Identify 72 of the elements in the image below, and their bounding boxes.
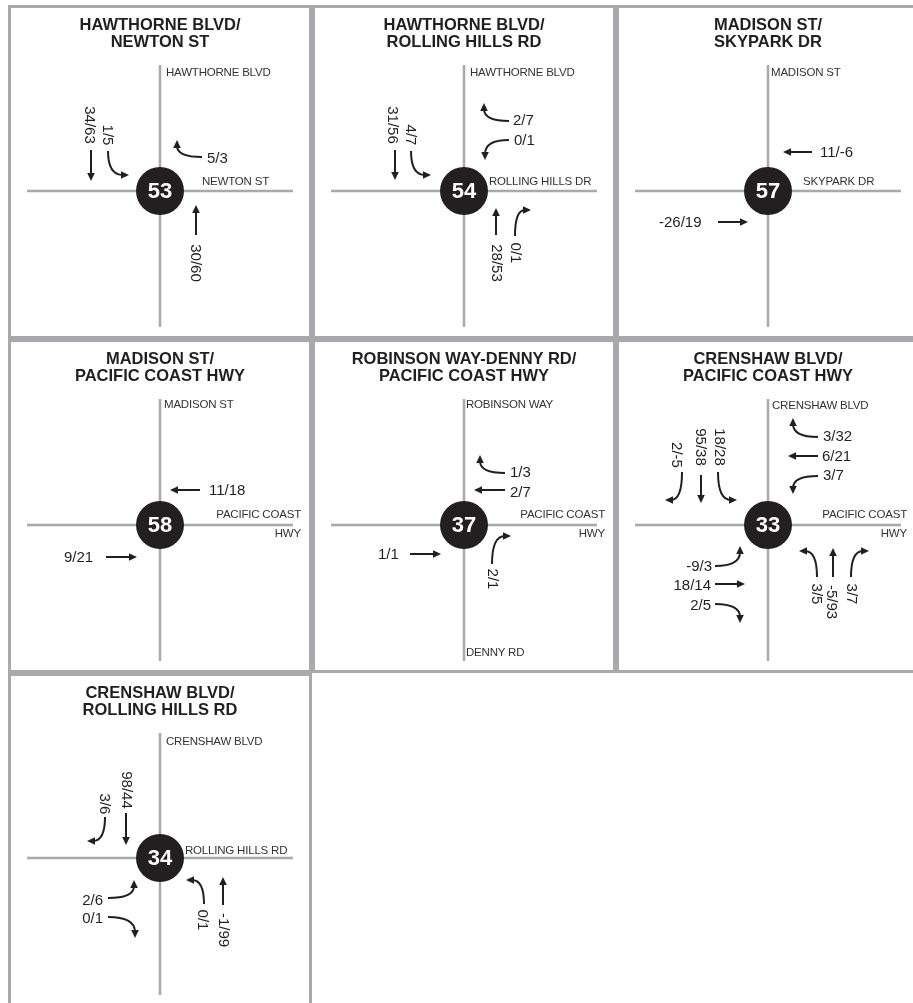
traffic-volume: 2/1: [485, 568, 501, 590]
traffic-volume: 3/6: [97, 793, 113, 815]
street-name: ROLLING HILLS RD: [185, 843, 288, 857]
traffic-volume: 2/-5: [669, 442, 685, 468]
intersection-title: MADISON ST/ SKYPARK DR: [713, 16, 823, 50]
traffic-volume: 9/21: [64, 549, 94, 565]
street-name: CRENSHAW BLVD: [772, 398, 869, 412]
intersection-panel: [8, 339, 312, 673]
street-name: MADISON ST: [771, 65, 841, 79]
street-name: MADISON ST: [164, 397, 234, 411]
traffic-volume: 31/56: [385, 106, 401, 144]
traffic-volume: 18/28: [712, 428, 728, 466]
street-name: ROBINSON WAY: [466, 397, 554, 411]
intersection-number-marker: 34: [136, 834, 184, 882]
intersection-panel: [8, 673, 312, 1003]
traffic-volume: 6/21: [822, 448, 852, 464]
street-name: ROLLING HILLS DR: [489, 174, 592, 188]
intersection-number-marker: 33: [744, 501, 792, 549]
traffic-volume: 11/-6: [820, 144, 854, 160]
intersection-title: ROBINSON WAY-DENNY RD/ PACIFIC COAST HWY: [351, 350, 577, 384]
traffic-volume: 98/44: [119, 771, 135, 809]
traffic-volume: 2/5: [690, 597, 711, 613]
traffic-volume: 3/7: [844, 583, 860, 605]
traffic-volume: 30/60: [188, 244, 204, 282]
traffic-volume: 2/7: [513, 112, 534, 128]
traffic-volume: 2/6: [82, 892, 103, 908]
traffic-volume: 4/7: [403, 124, 419, 146]
intersection-panel: [616, 339, 913, 673]
street-name: PACIFIC COAST HWY: [821, 507, 907, 541]
intersection-number-marker: 58: [136, 501, 184, 549]
intersection-panel: [312, 5, 616, 339]
intersection-panel: [312, 339, 616, 673]
intersection-title: CRENSHAW BLVD/ ROLLING HILLS RD: [82, 684, 238, 718]
intersection-title: HAWTHORNE BLVD/ NEWTON ST: [79, 16, 241, 50]
intersection-number-marker: 57: [744, 167, 792, 215]
traffic-volume: 11/18: [209, 482, 246, 498]
traffic-volume: 1/3: [510, 464, 531, 480]
traffic-volume: 3/5: [809, 583, 825, 605]
traffic-volume: 1/1: [378, 546, 399, 562]
street-name: PACIFIC COAST HWY: [215, 507, 301, 541]
street-name: DENNY RD: [466, 645, 525, 659]
traffic-volume: -26/19: [659, 214, 702, 230]
traffic-volume: -5/93: [824, 584, 840, 620]
traffic-volume: -1/99: [216, 912, 232, 948]
traffic-volume: 2/7: [510, 484, 531, 500]
traffic-volume: 3/32: [823, 428, 853, 444]
traffic-volume: 5/3: [207, 150, 228, 166]
intersection-panel: [616, 5, 913, 339]
intersection-number-marker: 54: [440, 167, 488, 215]
traffic-volume: 18/14: [673, 577, 711, 593]
intersection-panel: [8, 5, 312, 339]
traffic-volume: 95/38: [693, 428, 709, 466]
street-name: HAWTHORNE BLVD: [166, 65, 271, 79]
street-name: HAWTHORNE BLVD: [470, 65, 575, 79]
traffic-volume: 28/53: [489, 244, 505, 282]
traffic-volume: 0/1: [508, 242, 524, 264]
street-name: NEWTON ST: [202, 174, 269, 188]
street-name: SKYPARK DR: [803, 174, 875, 188]
intersection-title: MADISON ST/ PACIFIC COAST HWY: [74, 350, 246, 384]
intersection-title: HAWTHORNE BLVD/ ROLLING HILLS RD: [383, 16, 545, 50]
intersection-number-marker: 37: [440, 501, 488, 549]
intersection-title: CRENSHAW BLVD/ PACIFIC COAST HWY: [682, 350, 854, 384]
traffic-volume: 34/63: [82, 106, 98, 144]
traffic-volume: 0/1: [195, 909, 211, 931]
street-name: PACIFIC COAST HWY: [519, 507, 605, 541]
traffic-volume: 1/5: [100, 124, 116, 146]
intersection-number-marker: 53: [136, 167, 184, 215]
traffic-volume: 0/1: [82, 910, 103, 926]
traffic-volume: 3/7: [823, 467, 844, 483]
street-name: CRENSHAW BLVD: [166, 734, 263, 748]
traffic-volume: -9/3: [686, 558, 712, 574]
traffic-volume: 0/1: [514, 132, 535, 148]
